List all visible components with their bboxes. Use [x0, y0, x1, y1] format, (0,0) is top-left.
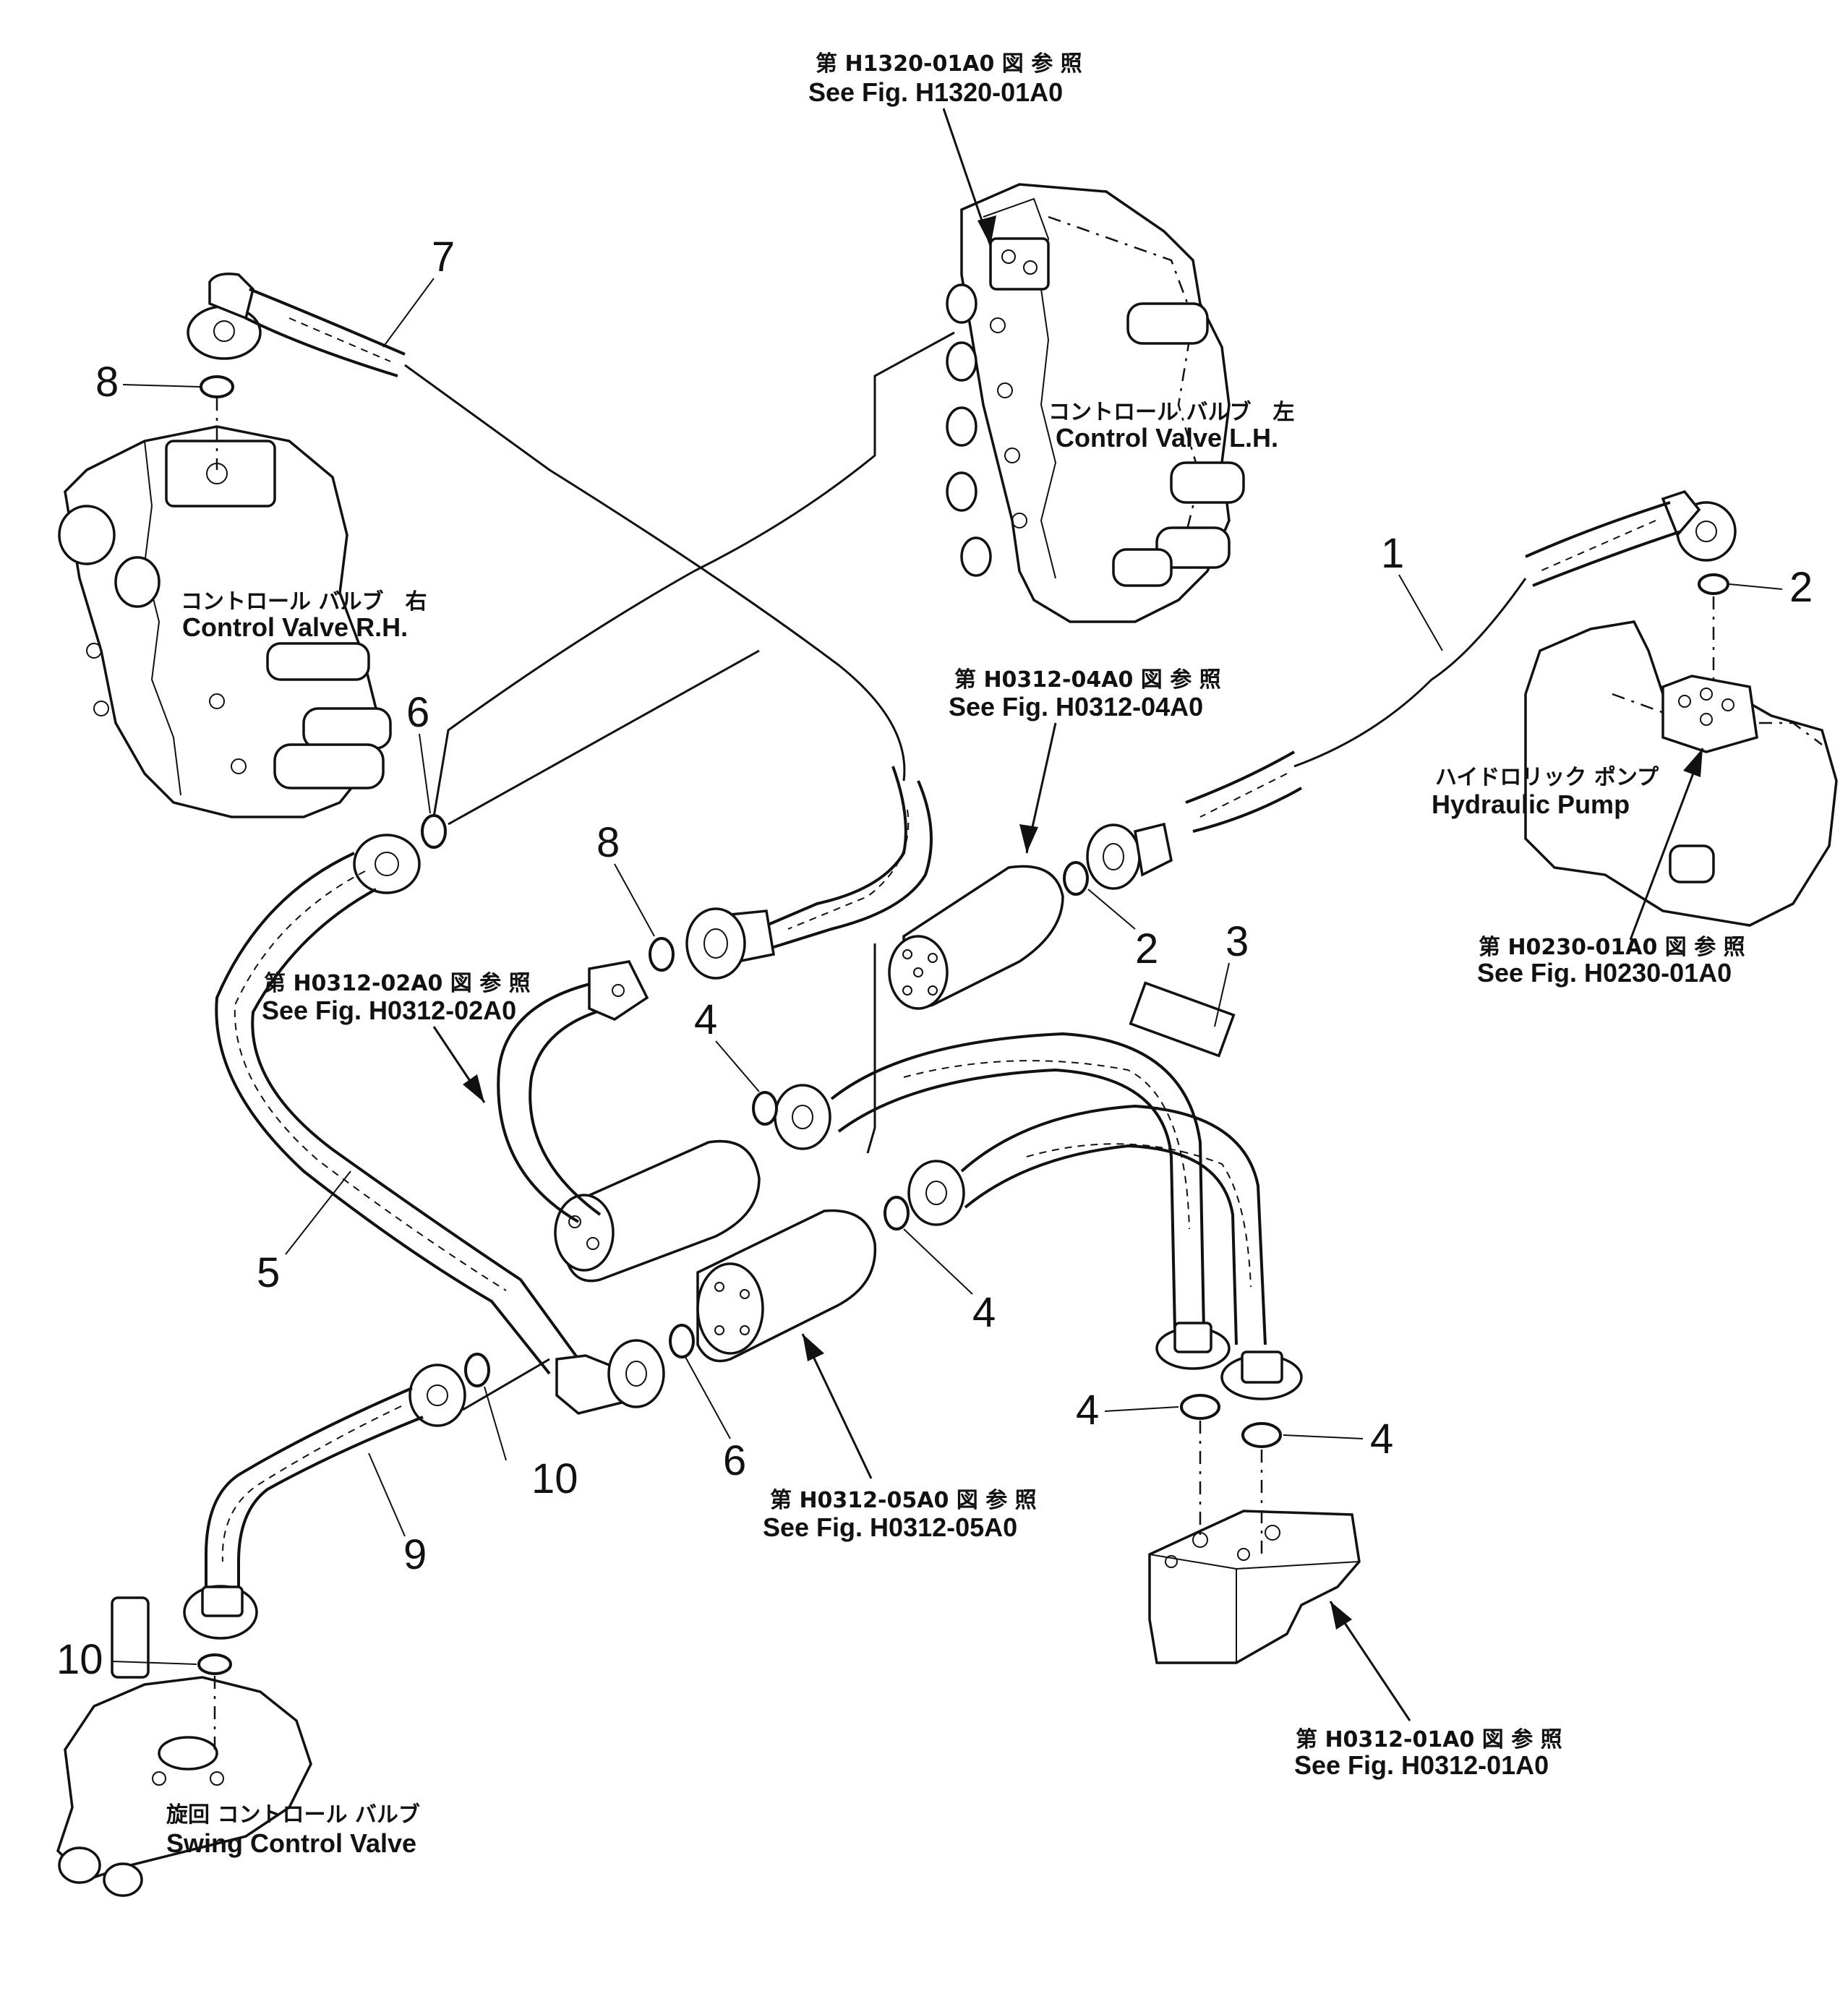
ref-h1320: 第 H1320-01A0 図 参 照 See Fig. H1320-01A0	[808, 51, 1082, 247]
callout-label-6-bottom: 6	[723, 1437, 746, 1484]
callout-6-bottom: 6	[685, 1356, 746, 1484]
callout-8-top: 8	[95, 359, 200, 406]
ref-h0312-01-jp: 第 H0312-01A0 図 参 照	[1296, 1727, 1562, 1752]
callout-4-c: 4	[1076, 1387, 1179, 1434]
ref-h0230-jp: 第 H0230-01A0 図 参 照	[1479, 935, 1745, 960]
control-valve-rh: コントロール バルブ 右 Control Valve R.H.	[58, 425, 427, 818]
callout-label-1: 1	[1381, 530, 1404, 577]
callout-5: 5	[257, 1170, 351, 1296]
callout-label-10-mid: 10	[531, 1455, 578, 1502]
callout-label-4-c: 4	[1076, 1387, 1099, 1434]
callout-8-mid: 8	[596, 819, 655, 937]
callout-2-top: 2	[1729, 564, 1813, 611]
ref-h0312-01-en: See Fig. H0312-01A0	[1294, 1750, 1549, 1780]
callout-label-4-b: 4	[972, 1289, 996, 1336]
swing-jp-label: 旋回 コントロール バルブ	[166, 1802, 420, 1828]
callout-label-2-top: 2	[1789, 564, 1813, 611]
filter-h0312-04	[888, 865, 1064, 1010]
callout-4-a: 4	[694, 996, 760, 1092]
callout-4-d: 4	[1283, 1416, 1393, 1463]
cv-lh-en-label: Control Valve L.H.	[1056, 423, 1278, 453]
ref-h0312-05-jp: 第 H0312-05A0 図 参 照	[770, 1488, 1037, 1513]
callout-7: 7	[382, 234, 455, 348]
cv-rh-jp-label: コントロール バルブ 右	[181, 589, 427, 615]
callout-label-8-top: 8	[95, 359, 119, 406]
ref-h1320-jp: 第 H1320-01A0 図 参 照	[816, 51, 1082, 77]
callout-6-top: 6	[406, 689, 431, 814]
control-valve-lh: コントロール バルブ 左 Control Valve L.H.	[946, 183, 1294, 623]
cv-lh-jp-label: コントロール バルブ 左	[1048, 400, 1294, 425]
hydraulic-pump: ハイドロリック ポンプ Hydraulic Pump	[1432, 620, 1838, 927]
filter-h0312-05	[696, 1209, 877, 1363]
callout-label-3: 3	[1225, 918, 1249, 965]
o-rings	[197, 375, 1729, 1675]
callout-1: 1	[1381, 530, 1443, 651]
pump-en-label: Hydraulic Pump	[1432, 789, 1630, 819]
hose-9	[183, 1364, 466, 1640]
ref-h0312-04: 第 H0312-04A0 図 参 照 See Fig. H0312-04A0	[949, 667, 1221, 854]
callout-label-5: 5	[257, 1249, 280, 1296]
callout-label-4-a: 4	[694, 996, 717, 1043]
hose-3	[774, 981, 1303, 1400]
ref-h0312-01: 第 H0312-01A0 図 参 照 See Fig. H0312-01A0	[1294, 1601, 1562, 1780]
callout-label-6-top: 6	[406, 689, 429, 736]
hose-1	[1086, 489, 1737, 890]
callout-2-mid: 2	[1087, 889, 1158, 972]
ref-h0230: 第 H0230-01A0 図 参 照 See Fig. H0230-01A0	[1477, 748, 1745, 988]
hose-7	[187, 273, 933, 980]
ref-h0230-en: See Fig. H0230-01A0	[1477, 958, 1732, 988]
swing-en-label: Swing Control Valve	[166, 1828, 416, 1858]
callout-label-10-bottom: 10	[56, 1636, 103, 1683]
callout-9: 9	[368, 1452, 427, 1578]
ref-h0312-05: 第 H0312-05A0 図 参 照 See Fig. H0312-05A0	[763, 1333, 1037, 1542]
pump-jp-label: ハイドロリック ポンプ	[1435, 765, 1659, 790]
cv-rh-en-label: Control Valve R.H.	[182, 612, 408, 642]
callout-label-9: 9	[403, 1531, 427, 1578]
callout-3: 3	[1214, 918, 1249, 1027]
callout-10-mid: 10	[484, 1386, 578, 1502]
callout-label-4-d: 4	[1370, 1416, 1393, 1463]
swing-control-valve: 旋回 コントロール バルブ Swing Control Valve	[56, 1596, 420, 1897]
ref-h0312-02-jp: 第 H0312-02A0 図 参 照	[264, 971, 531, 996]
callout-10-bottom: 10	[56, 1636, 197, 1683]
callout-label-2-mid: 2	[1135, 925, 1158, 972]
ref-h0312-04-en: See Fig. H0312-04A0	[949, 692, 1203, 722]
hose-5	[215, 834, 665, 1415]
ref-h0312-05-en: See Fig. H0312-05A0	[763, 1512, 1017, 1542]
junction-block	[1148, 1510, 1361, 1664]
callout-label-8-mid: 8	[596, 819, 620, 866]
callout-label-7: 7	[432, 234, 455, 281]
callout-4-b: 4	[903, 1228, 996, 1336]
ref-h0312-02: 第 H0312-02A0 図 参 照 See Fig. H0312-02A0	[262, 971, 531, 1103]
filter-h0312-02	[497, 960, 761, 1283]
ref-h1320-en: See Fig. H1320-01A0	[808, 77, 1063, 107]
ref-h0312-04-jp: 第 H0312-04A0 図 参 照	[954, 667, 1221, 693]
ref-h0312-02-en: See Fig. H0312-02A0	[262, 996, 516, 1025]
